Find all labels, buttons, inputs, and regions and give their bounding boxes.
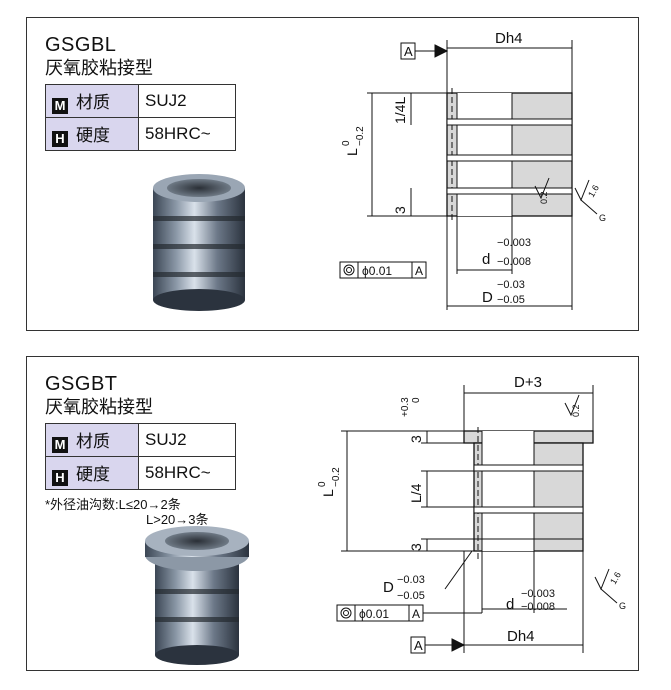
spec-value: 58HRC~ (138, 456, 236, 490)
d-lower-tol: −0.008 (497, 256, 531, 268)
dim-dh4: Dh4 (495, 30, 523, 47)
bushing-photo (153, 174, 245, 311)
spec-key: 材质 (76, 93, 110, 112)
roughness-1-6: 1.6 (608, 570, 623, 586)
D-upper-tol: −0.03 (497, 279, 525, 291)
product-code: GSGBT (45, 373, 118, 395)
dim-D: D (482, 289, 493, 306)
material-m-icon: M (52, 437, 68, 453)
roughness-0-2: 0.2 (571, 404, 581, 417)
datum-label: A (414, 638, 423, 653)
gsgbt-illustration-and-drawing: D+3 +0.3 0 3 0.2 L 0 −0.2 L/4 3 D −0.03 … (145, 374, 626, 665)
D-lower-tol: −0.05 (397, 590, 425, 602)
d-upper-tol: −0.003 (521, 588, 555, 600)
concentricity-datum: A (412, 607, 420, 621)
dim-d: d (482, 251, 490, 268)
spec-table: M 材质 SUJ2 H 硬度 58HRC~ (45, 84, 236, 151)
roughness-g: G (619, 601, 626, 611)
dim-D: D (383, 579, 394, 596)
product-subtitle: 厌氧胶粘接型 (45, 58, 153, 78)
tol3-upper: +0.3 (400, 397, 411, 417)
gsgbl-panel: GSGBL 厌氧胶粘接型 M 材质 SUJ2 H 硬度 58HRC~ (26, 17, 639, 331)
material-m-icon: M (52, 98, 68, 114)
product-code: GSGBL (45, 34, 117, 56)
spec-value: SUJ2 (138, 84, 236, 118)
concentricity-value: ϕ0.01 (362, 264, 392, 278)
concentricity-value: ϕ0.01 (359, 607, 389, 621)
spec-row-hardness: H 硬度 58HRC~ (45, 456, 236, 490)
spec-key: 材质 (76, 432, 110, 451)
tol-L-lower: −0.2 (355, 126, 366, 146)
hardness-h-icon: H (52, 131, 68, 147)
d-lower-tol: −0.008 (521, 601, 555, 613)
dim-three: 3 (392, 206, 408, 214)
gsgbl-technical-drawing (339, 40, 598, 310)
dim-L: L (344, 148, 360, 156)
tol-L-upper: 0 (317, 481, 328, 487)
roughness-1-6: 1.6 (586, 183, 601, 199)
groove-note-line2: L>20→3条 (146, 512, 209, 527)
dim-quarter-L: 1/4L (392, 97, 408, 124)
hardness-h-icon: H (52, 470, 68, 486)
dim-d-plus-3: D+3 (514, 374, 542, 391)
gsgbt-technical-drawing (336, 385, 618, 654)
roughness-0-2: 0.2 (539, 191, 549, 204)
concentricity-datum: A (415, 264, 423, 278)
D-lower-tol: −0.05 (497, 294, 525, 306)
dim-d: d (506, 596, 514, 613)
d-upper-tol: −0.003 (497, 237, 531, 249)
tol3-lower: 0 (411, 397, 422, 403)
dim-L: L (320, 489, 336, 497)
dim-three-top: 3 (408, 435, 424, 443)
roughness-g: G (599, 213, 606, 223)
dim-dh4: Dh4 (507, 628, 535, 645)
spec-key: 硬度 (76, 126, 110, 145)
dim-L-quarter: L/4 (408, 483, 424, 503)
D-upper-tol: −0.03 (397, 574, 425, 586)
tol-L-lower: −0.2 (331, 467, 342, 487)
spec-key: 硬度 (76, 465, 110, 484)
gsgbl-illustration-and-drawing: A Dh4 L 0 −0.2 1/4L 3 0.2 1.6 G ϕ0.01 A … (153, 30, 606, 311)
spec-row-hardness: H 硬度 58HRC~ (45, 117, 236, 151)
spec-row-material: M 材质 SUJ2 (45, 84, 236, 118)
bushing-photo (145, 526, 249, 665)
spec-value: 58HRC~ (138, 117, 236, 151)
product-subtitle: 厌氧胶粘接型 (45, 397, 153, 417)
tol-L-upper: 0 (341, 140, 352, 146)
dim-three: 3 (408, 543, 424, 551)
datum-label: A (404, 44, 413, 59)
groove-note-line1: *外径油沟数:L≤20→2条 (45, 497, 181, 512)
